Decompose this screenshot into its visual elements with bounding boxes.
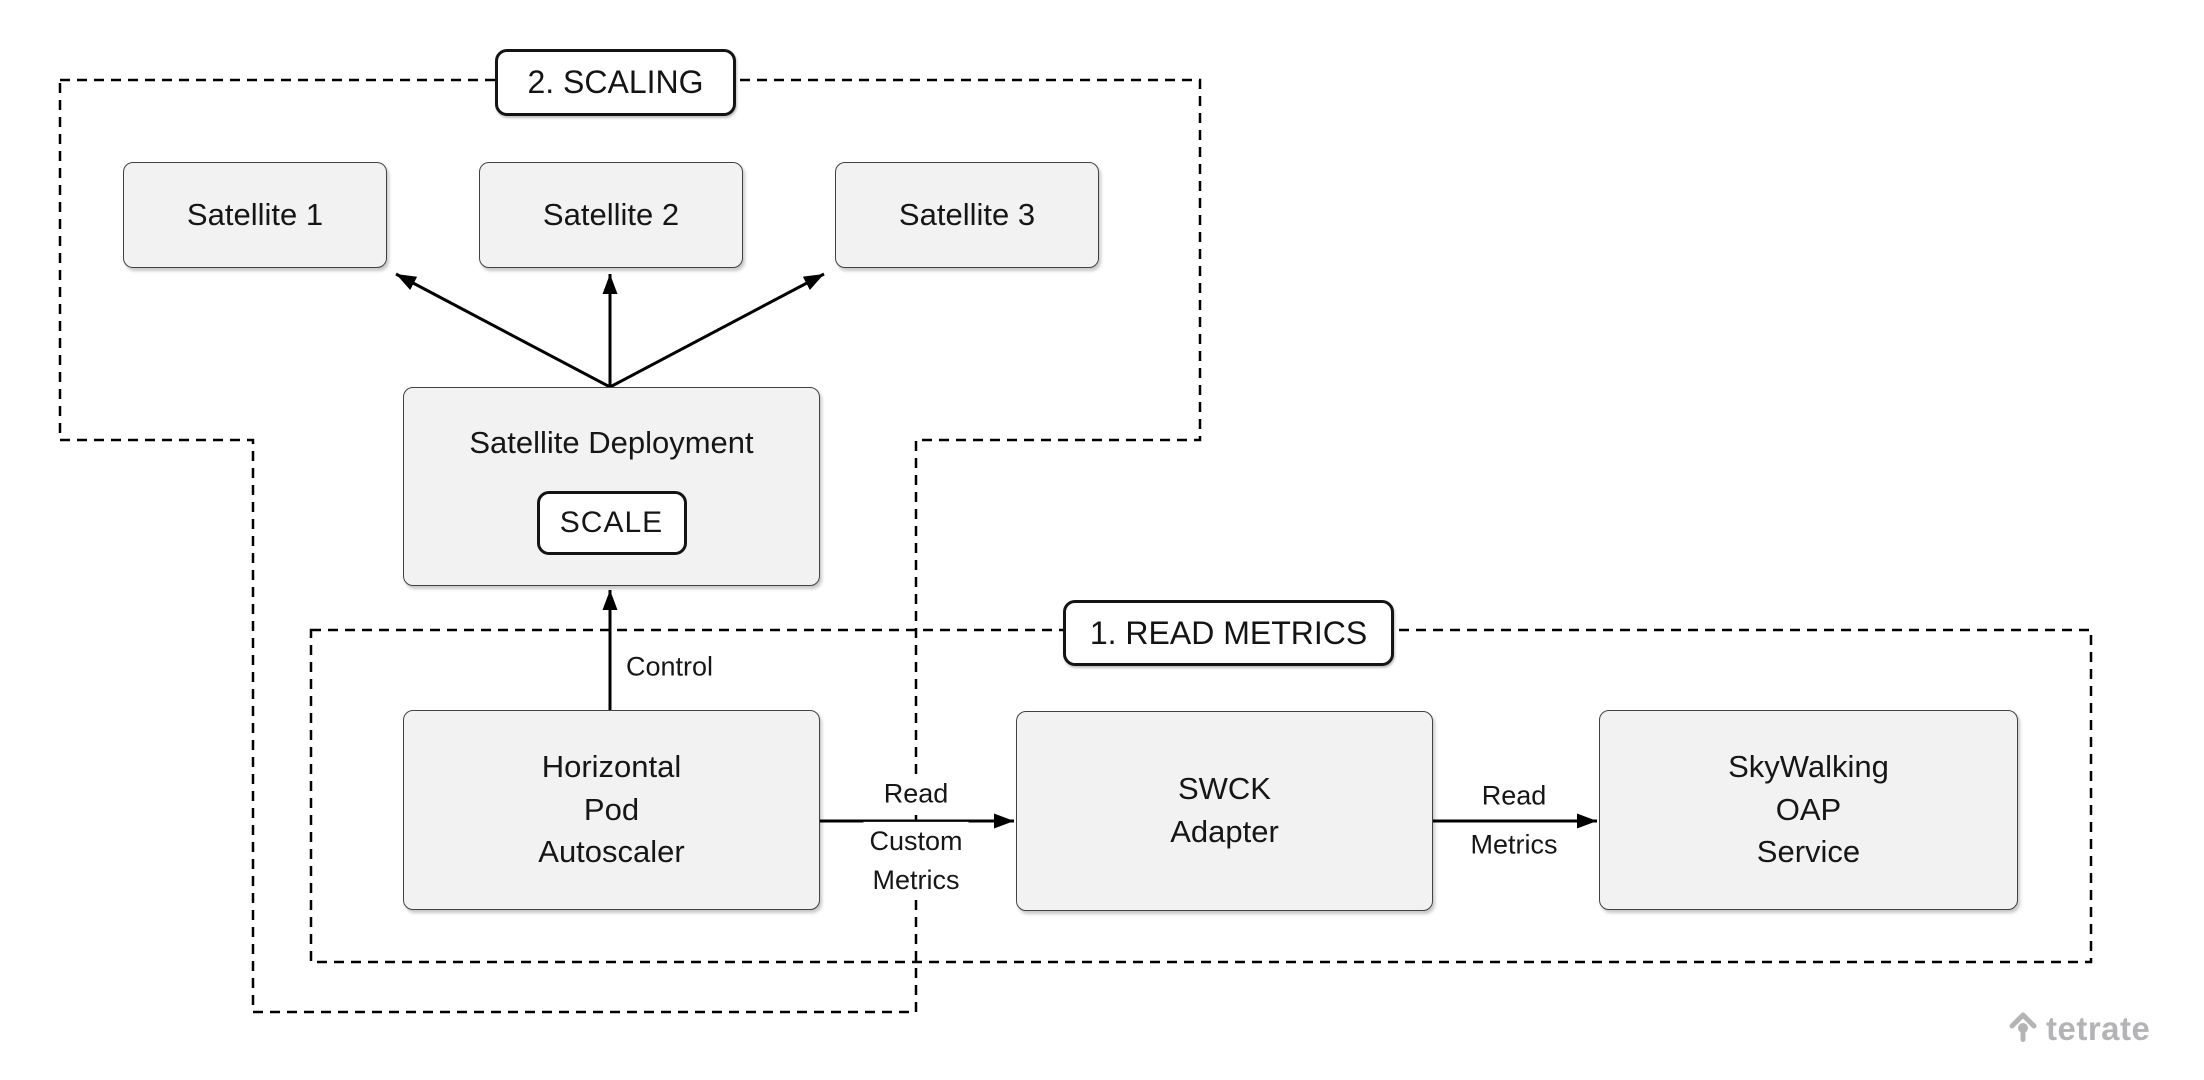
- scale-badge: SCALE: [536, 490, 687, 555]
- node-satellite-2-label: Satellite 2: [542, 196, 680, 232]
- scaling-group-label: 2. SCALING: [495, 49, 736, 116]
- edge-label-read-metrics-bottom: Metrics: [1464, 825, 1564, 865]
- node-skywalking-oap-service-label: SkyWalking OAP Service: [1728, 748, 1889, 870]
- read-metrics-group-label-text: 1. READ METRICS: [1089, 614, 1368, 651]
- arrow-deployment-to-satellite3: [609, 272, 825, 389]
- tetrate-logo: tetrate: [2008, 1010, 2150, 1048]
- scaling-group-label-text: 2. SCALING: [527, 64, 704, 100]
- node-swck-adapter-label: SWCK Adapter: [1170, 771, 1279, 849]
- scaling-group-outline: [58, 78, 1202, 1014]
- node-horizontal-pod-autoscaler: Horizontal Pod Autoscaler: [403, 710, 820, 910]
- node-skywalking-oap-service: SkyWalking OAP Service: [1599, 710, 2018, 910]
- edge-label-control: Control: [626, 651, 714, 682]
- node-horizontal-pod-autoscaler-label: Horizontal Pod Autoscaler: [538, 748, 685, 870]
- tetrate-up-arrow-icon: [2009, 1012, 2037, 1042]
- edge-label-read-custom-bottom: Custom Metrics: [863, 821, 969, 901]
- node-satellite-1-label: Satellite 1: [186, 196, 324, 232]
- arrow-deployment-to-satellite1: [395, 272, 611, 389]
- node-satellite-2: Satellite 2: [479, 162, 743, 268]
- node-satellite-3-label: Satellite 3: [898, 196, 1036, 232]
- edge-label-read-metrics-top: Read: [1475, 776, 1553, 816]
- node-swck-adapter: SWCK Adapter: [1016, 711, 1433, 911]
- node-satellite-1: Satellite 1: [123, 162, 387, 268]
- tetrate-logo-text: tetrate: [2046, 1010, 2151, 1047]
- edge-label-read-custom-top: Read: [877, 774, 955, 814]
- node-satellite-3: Satellite 3: [835, 162, 1099, 268]
- read-metrics-group-label: 1. READ METRICS: [1063, 600, 1394, 666]
- node-satellite-deployment: Satellite Deployment SCALE: [403, 387, 820, 586]
- node-satellite-deployment-label: Satellite Deployment: [469, 425, 754, 460]
